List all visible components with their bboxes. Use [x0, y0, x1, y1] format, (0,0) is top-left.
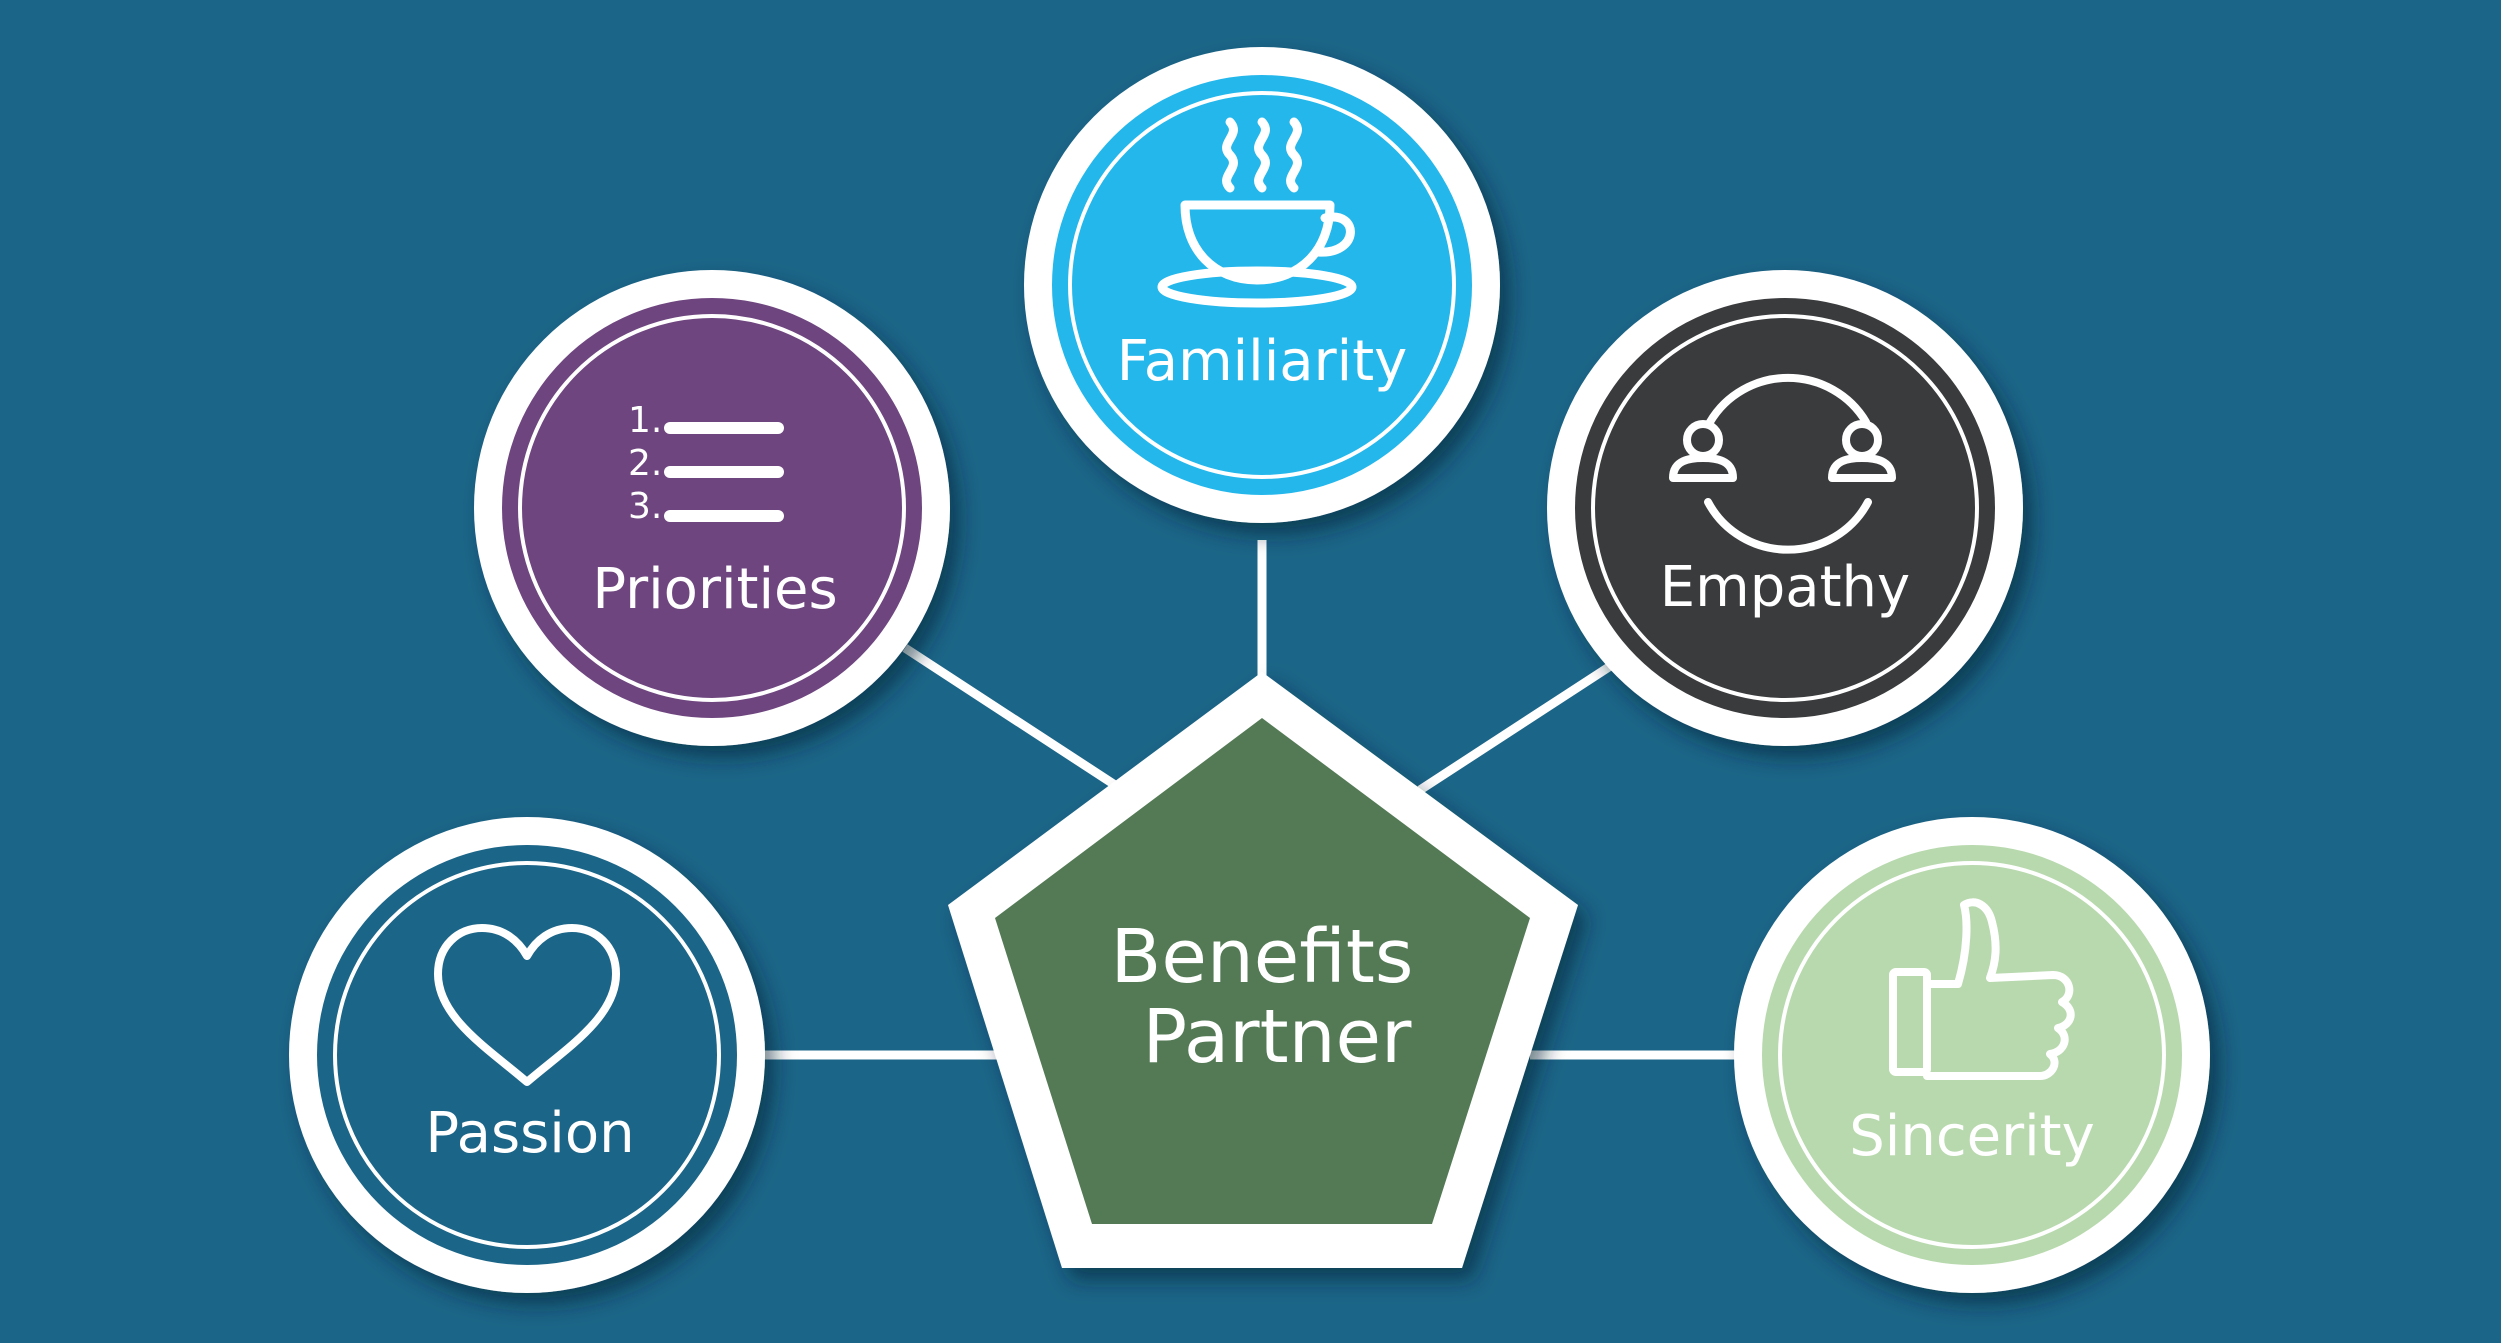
node-passion-disc — [317, 845, 737, 1265]
list-number-2: 2. — [628, 443, 662, 484]
thumbs-up-icon — [1889, 898, 2075, 1080]
center-node: Benefits Partner — [948, 672, 1578, 1268]
center-pentagon — [995, 718, 1530, 1224]
center-label-line2: Partner — [1143, 994, 1413, 1080]
node-empathy-disc — [1575, 298, 1995, 718]
node-empathy-label: Empathy — [1660, 555, 1910, 620]
node-sincerity: Sincerity — [1734, 817, 2210, 1293]
list-number-3: 3. — [628, 486, 662, 527]
node-empathy-inner-ring — [1591, 314, 1979, 702]
node-familiarity-disc — [1052, 75, 1472, 495]
list-number-1: 1. — [628, 400, 662, 441]
connector-priorities — [902, 644, 1118, 789]
node-priorities-inner-ring — [518, 314, 906, 702]
node-sincerity-label: Sincerity — [1849, 1104, 2095, 1169]
node-passion-inner-ring — [333, 861, 721, 1249]
coffee-cup-icon — [1157, 117, 1357, 308]
heart-icon — [434, 924, 620, 1086]
node-priorities-label: Priorities — [592, 557, 837, 622]
node-empathy: Empathy — [1547, 270, 2023, 746]
connector-lines — [760, 540, 1740, 1060]
node-familiarity: Familiarity — [1024, 47, 1500, 523]
node-passion: Passion — [289, 817, 765, 1293]
node-familiarity-label: Familiarity — [1117, 329, 1408, 394]
node-priorities-disc — [502, 298, 922, 718]
node-sincerity-inner-ring — [1778, 861, 2166, 1249]
node-sincerity-disc — [1762, 845, 2182, 1265]
node-passion-label: Passion — [425, 1101, 634, 1166]
center-label-line1: Benefits — [1111, 914, 1414, 1000]
numbered-list-icon: 1. 2. 3. — [628, 400, 784, 527]
connector-empathy — [1417, 661, 1615, 794]
people-exchange-icon — [1669, 373, 1896, 554]
node-priorities: 1. 2. 3. Priorities — [474, 270, 950, 746]
node-familiarity-inner-ring — [1068, 91, 1456, 479]
